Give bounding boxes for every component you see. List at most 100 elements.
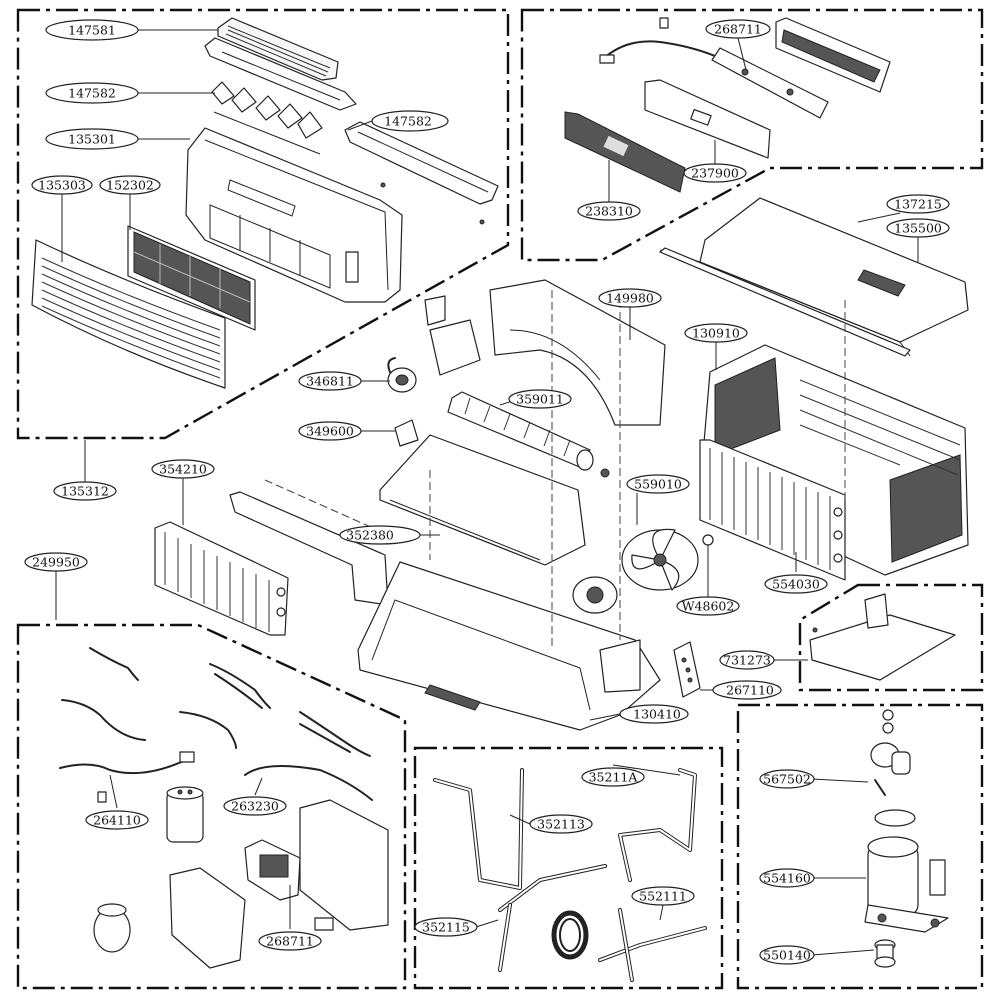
part-number: 147581 xyxy=(68,23,116,38)
fan-motor-assembly xyxy=(572,576,618,614)
capillary-coil xyxy=(551,910,589,960)
callout-135500: 135500 xyxy=(886,218,950,238)
part-number: 731273 xyxy=(723,653,771,668)
callout-567502: 567502 xyxy=(759,769,815,789)
front-cabinet-135301 xyxy=(185,127,403,303)
cover-plate xyxy=(775,17,891,93)
part-number: 137215 xyxy=(894,197,942,212)
air-filter-152302 xyxy=(127,225,256,331)
part-number: 268711 xyxy=(266,934,314,949)
callout-559010: 559010 xyxy=(626,474,690,494)
part-number: 135303 xyxy=(38,178,86,193)
part-number: 354210 xyxy=(159,462,207,477)
callout-135303: 135303 xyxy=(31,175,93,195)
part-number: 130410 xyxy=(633,707,681,722)
section-refrigerant-tubes xyxy=(413,746,724,990)
condenser-fan-559010 xyxy=(621,528,699,591)
part-number: 249950 xyxy=(32,555,80,570)
compressor-parts xyxy=(864,709,949,968)
part-number: 554160 xyxy=(763,871,811,886)
callout-264110: 264110 xyxy=(85,810,149,830)
part-number: 135500 xyxy=(894,221,942,236)
callout-labels: 147581 147582 135301 135303 152302 14758… xyxy=(24,19,950,965)
part-number: W48602 xyxy=(682,599,735,614)
section-compressor xyxy=(736,703,984,990)
coil-bracket xyxy=(229,491,389,606)
blower-housing-149980 xyxy=(489,279,666,426)
part-number: 349600 xyxy=(306,424,354,439)
callout-130910: 130910 xyxy=(684,323,748,343)
part-number: 559010 xyxy=(634,477,682,492)
callout-268711: 268711 xyxy=(705,19,771,39)
callout-352115: 352115 xyxy=(414,917,478,937)
side-bracket-137215 xyxy=(659,247,911,357)
part-number: 352380 xyxy=(346,528,394,543)
part-number: 352115 xyxy=(422,920,470,935)
callout-w48602: W48602 xyxy=(676,596,740,616)
callout-152302: 152302 xyxy=(99,175,161,195)
control-housing-237900 xyxy=(644,79,771,159)
part-number: 237900 xyxy=(691,166,739,181)
callout-550140: 550140 xyxy=(759,945,815,965)
callout-349600: 349600 xyxy=(298,421,362,441)
callout-731273: 731273 xyxy=(719,650,775,670)
callout-147582: 147582 xyxy=(45,82,139,104)
callout-135312: 135312 xyxy=(53,481,117,501)
callout-147582: 147582 xyxy=(371,110,449,132)
callout-147581: 147581 xyxy=(45,19,139,41)
cabinet-parts xyxy=(154,197,969,731)
callout-149980: 149980 xyxy=(598,288,662,308)
callout-130410: 130410 xyxy=(619,704,689,724)
callout-554160: 554160 xyxy=(759,868,815,888)
control-panel-parts xyxy=(564,17,891,193)
control-box xyxy=(169,799,389,969)
part-number: 267110 xyxy=(726,683,774,698)
section-control-panel xyxy=(520,8,984,262)
capacitor xyxy=(166,786,204,843)
part-number: 135301 xyxy=(68,132,116,147)
callout-346811: 346811 xyxy=(298,371,362,391)
callout-552111: 552111 xyxy=(631,886,695,906)
grommet-550140 xyxy=(874,939,896,968)
compressor-554160 xyxy=(864,836,949,933)
part-number: 152302 xyxy=(106,178,154,193)
part-number: 130910 xyxy=(692,326,740,341)
remote-267110 xyxy=(673,641,701,698)
callout-237900: 237900 xyxy=(683,163,747,183)
part-number: 238310 xyxy=(585,204,633,219)
section-borders xyxy=(16,8,984,990)
callout-354210: 354210 xyxy=(151,459,215,479)
display-panel-238310 xyxy=(564,111,686,193)
part-number: 359011 xyxy=(516,392,564,407)
blower-wheel-359011 xyxy=(447,391,610,478)
top-louver-147581 xyxy=(204,17,357,111)
part-number: 263230 xyxy=(231,799,279,814)
part-number: 35211A xyxy=(589,770,639,785)
part-number: 554030 xyxy=(772,577,820,592)
callout-137215: 137215 xyxy=(886,194,950,214)
nut-w48602 xyxy=(702,534,714,546)
part-number: 147582 xyxy=(384,114,432,129)
motor-mount xyxy=(424,295,481,376)
front-grille-parts xyxy=(31,17,499,389)
side-louver-147582 xyxy=(344,121,499,225)
callout-249950: 249950 xyxy=(24,552,88,572)
part-number: 346811 xyxy=(306,374,354,389)
overload-567502 xyxy=(870,742,911,796)
part-number: 352113 xyxy=(537,817,585,832)
bracket-349600 xyxy=(394,419,419,447)
part-number: 268711 xyxy=(714,22,762,37)
callout-135301: 135301 xyxy=(45,128,139,150)
callout-267110: 267110 xyxy=(712,680,782,700)
part-number: 135312 xyxy=(61,484,109,499)
callout-352380: 352380 xyxy=(339,525,421,545)
part-number: 149980 xyxy=(606,291,654,306)
motor-cap xyxy=(93,903,131,953)
section-bracket xyxy=(798,583,984,692)
section-wiring xyxy=(16,623,407,990)
bracket-731273 xyxy=(809,593,956,681)
part-number: 567502 xyxy=(763,772,811,787)
base-pan-130410 xyxy=(357,561,661,731)
control-pcb-268711 xyxy=(711,47,829,119)
